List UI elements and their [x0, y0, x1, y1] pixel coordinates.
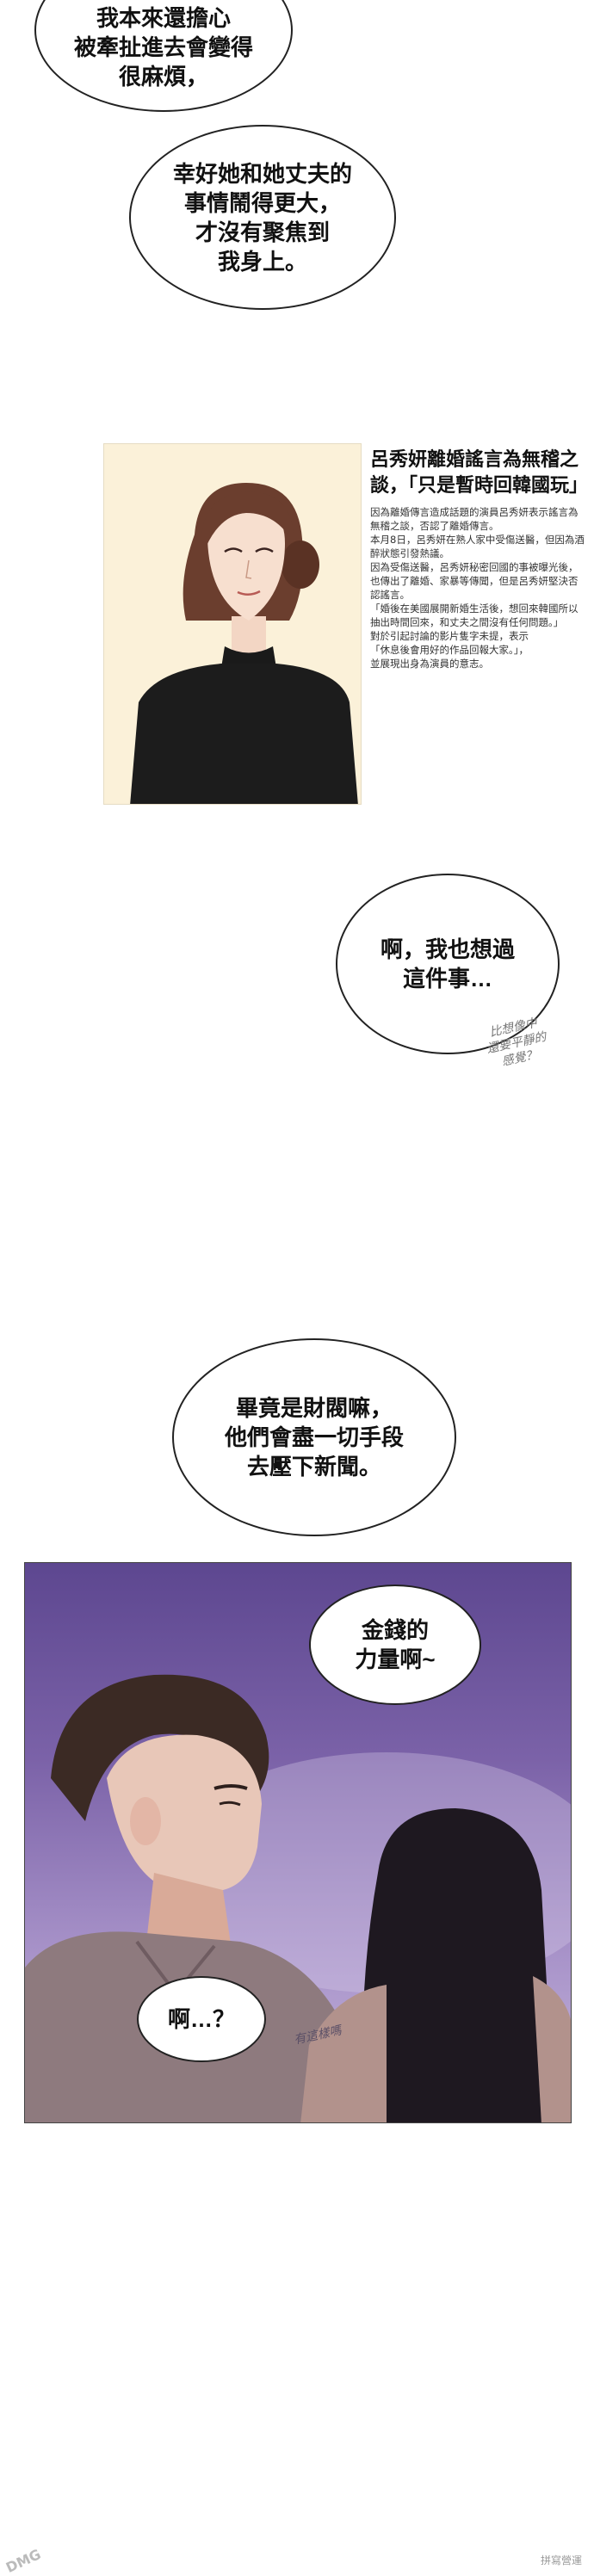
speech-bubble-3: 啊，我也想過 這件事…	[336, 874, 560, 1054]
news-paragraph: 因為離婚傳言造成話題的演員呂秀妍表示謠言為無稽之談，否認了離婚傳言。	[370, 506, 579, 532]
news-body: 因為離婚傳言造成話題的演員呂秀妍表示謠言為無稽之談，否認了離婚傳言。 本月8日，…	[370, 505, 585, 670]
speech-text-3: 啊，我也想過 這件事…	[380, 936, 515, 991]
news-paragraph: 並展現出身為演員的意志。	[370, 658, 489, 670]
speech-text-2: 幸好她和她丈夫的 事情鬧得更大， 才沒有聚焦到 我身上。	[172, 160, 352, 275]
speech-bubble-2: 幸好她和她丈夫的 事情鬧得更大， 才沒有聚焦到 我身上。	[129, 125, 396, 310]
speech-text-5: 金錢的 力量啊~	[355, 1617, 436, 1672]
speech-text-1: 我本來還擔心 被牽扯進去會變得 很麻煩，	[73, 5, 253, 90]
couple-scene-illustration	[25, 1674, 571, 2122]
news-paragraph: 因為受傷送醫，呂秀妍秘密回國的事被曝光後，也傳出了離婚、家暴等傳聞，但是呂秀妍堅…	[370, 561, 579, 601]
news-headline: 呂秀妍離婚謠言為無稽之談，「只是暫時回韓國玩」	[370, 448, 589, 496]
speech-bubble-1: 我本來還擔心 被牽扯進去會變得 很麻煩，	[34, 0, 293, 112]
news-paragraph: 本月8日，呂秀妍在熟人家中受傷送醫，但因為酒醉狀態引發熱議。	[370, 534, 585, 559]
watermark-text: 拼寫營運	[540, 2554, 582, 2567]
speech-bubble-6: 啊…？	[137, 1976, 266, 2062]
news-article: 呂秀妍離婚謠言為無稽之談，「只是暫時回韓國玩」 因為離婚傳言造成話題的演員呂秀妍…	[103, 443, 589, 805]
news-paragraph: 「休息後會用好的作品回報大家。」，	[370, 644, 529, 656]
news-paragraph: 對於引起討論的影片隻字未提，表示	[370, 630, 529, 642]
news-photo	[103, 443, 362, 805]
speech-bubble-4: 畢竟是財閥嘛， 他們會盡一切手段 去壓下新聞。	[172, 1338, 456, 1536]
site-logo: DMG	[3, 2545, 44, 2576]
speech-bubble-5: 金錢的 力量啊~	[309, 1585, 481, 1705]
color-scene-panel: 金錢的 力量啊~ 啊…？ 有這樣嗎	[24, 1562, 572, 2123]
speech-text-6: 啊…？	[167, 2006, 235, 2032]
woman-portrait-illustration	[130, 483, 358, 804]
speech-text-4: 畢竟是財閥嘛， 他們會盡一切手段 去壓下新聞。	[224, 1395, 404, 1480]
news-paragraph: 「婚後在美國展開新婚生活後，想回來韓國所以抽出時間回來，和丈夫之間沒有任何問題。…	[370, 602, 579, 628]
